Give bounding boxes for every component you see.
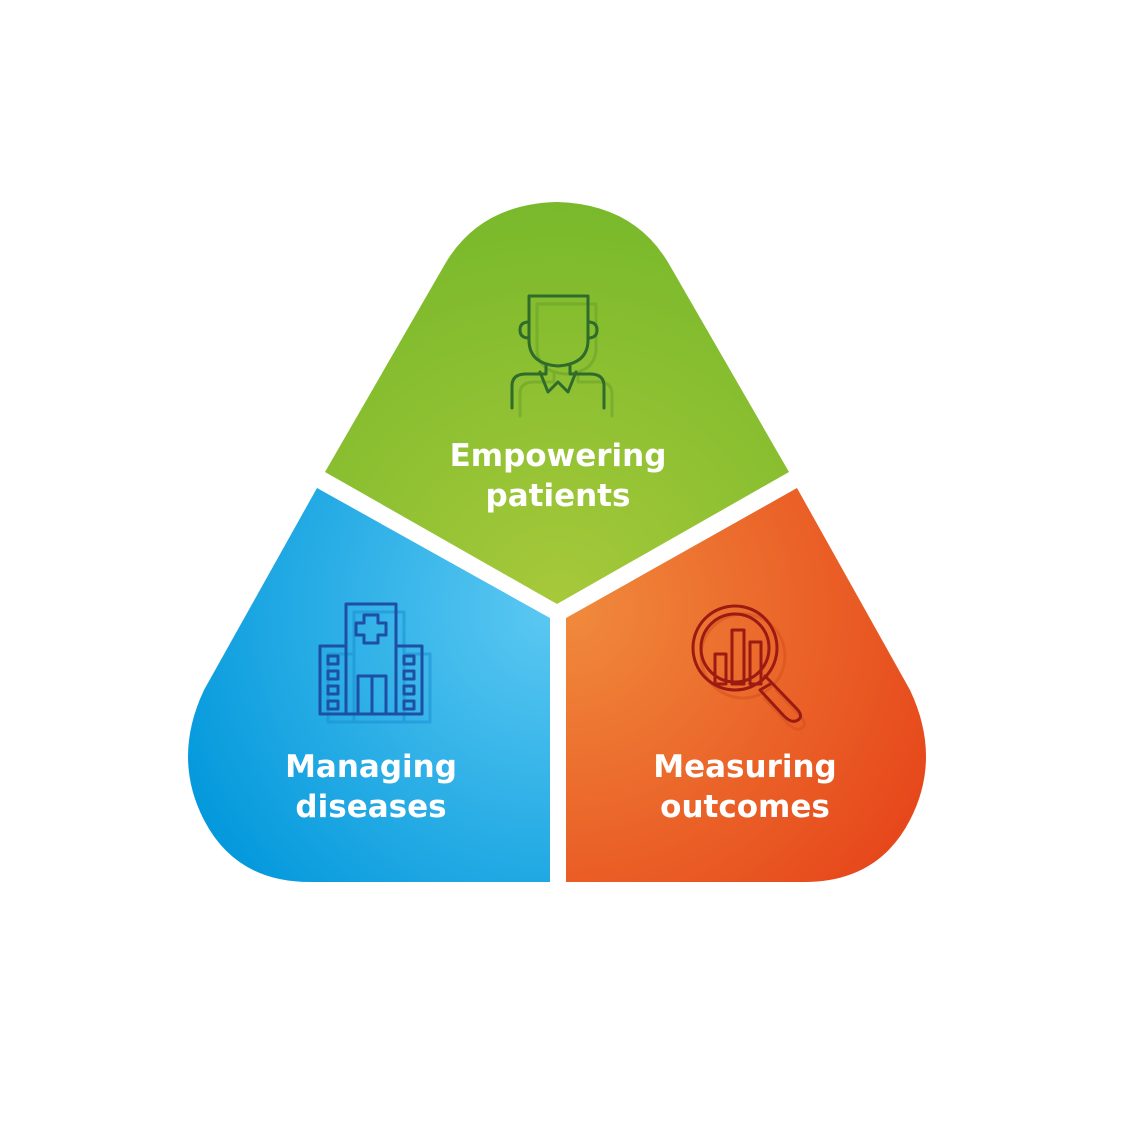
segment-managing-diseases: Managing diseases	[188, 488, 550, 882]
segment-shape-blue	[188, 488, 550, 882]
segment-measuring-outcomes: Measuring outcomes	[566, 488, 926, 882]
label-patients: patients	[486, 478, 631, 514]
label-empowering: Empowering	[450, 438, 667, 474]
segment-shape-orange	[566, 488, 926, 882]
label-diseases: diseases	[295, 789, 446, 825]
segment-empowering-patients: Empowering patients	[325, 202, 789, 604]
label-measuring: Measuring	[653, 749, 837, 785]
label-outcomes: outcomes	[660, 789, 830, 825]
label-managing: Managing	[285, 749, 457, 785]
magnifier-chart-icon	[691, 604, 807, 731]
person-icon	[510, 294, 614, 418]
hospital-icon	[318, 602, 432, 724]
segment-shape-green	[325, 202, 789, 604]
